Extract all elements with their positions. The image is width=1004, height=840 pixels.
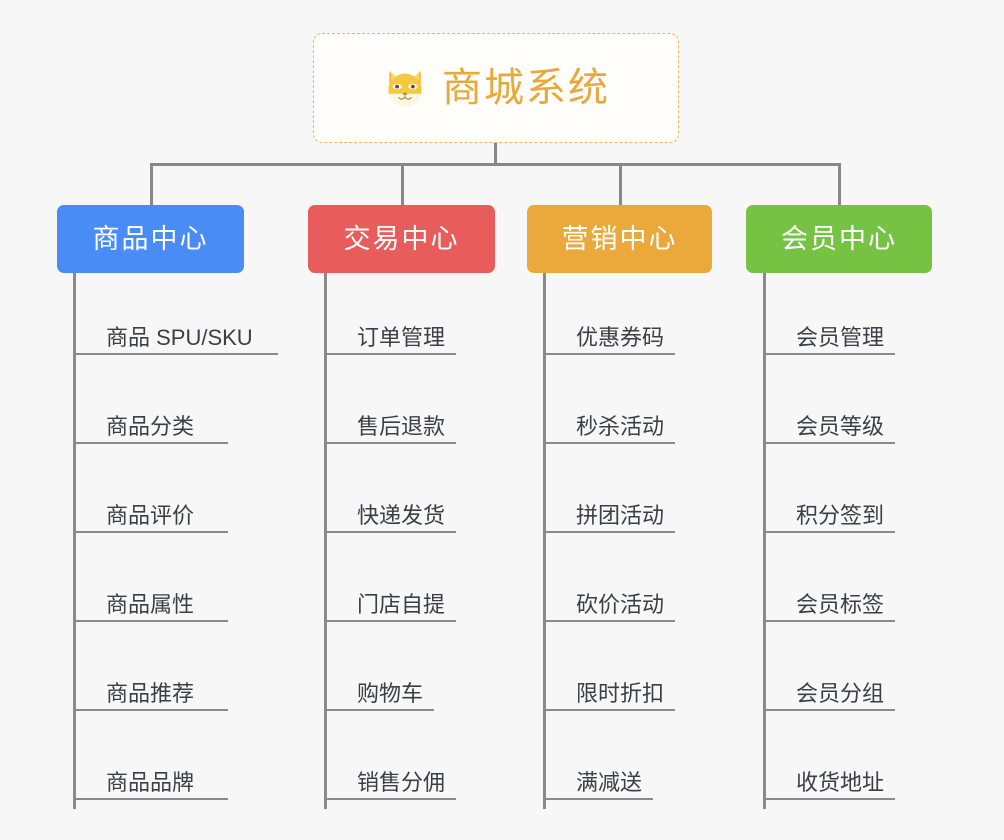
leaf-item[interactable]: 商品分类	[73, 400, 228, 444]
leaf-item[interactable]: 满减送	[543, 756, 653, 800]
leaf-label: 秒杀活动	[576, 414, 665, 440]
leaf-label: 砍价活动	[576, 592, 665, 618]
leaf-label: 收货地址	[796, 770, 885, 796]
leaf-item[interactable]: 会员管理	[763, 311, 895, 355]
connector-drop-4	[838, 163, 841, 207]
leaf-label: 优惠券码	[576, 325, 665, 351]
branch-box-4[interactable]: 会员中心	[746, 205, 932, 273]
leaf-label: 商品 SPU/SKU	[106, 325, 253, 351]
branch-stem-2	[324, 273, 327, 809]
leaf-label: 商品评价	[106, 503, 195, 529]
leaf-item[interactable]: 优惠券码	[543, 311, 675, 355]
branch-label-2: 交易中心	[343, 223, 460, 254]
leaf-item[interactable]: 门店自提	[324, 578, 456, 622]
leaf-item[interactable]: 收货地址	[763, 756, 895, 800]
leaf-label: 订单管理	[357, 325, 446, 351]
leaf-item[interactable]: 拼团活动	[543, 489, 675, 533]
leaf-item[interactable]: 会员分组	[763, 667, 895, 711]
branch-box-1[interactable]: 商品中心	[57, 205, 244, 273]
root-title: 商城系统	[442, 66, 610, 110]
connector-trunk	[494, 143, 497, 165]
leaf-label: 商品推荐	[106, 681, 195, 707]
leaf-label: 商品属性	[106, 592, 195, 618]
leaf-item[interactable]: 商品 SPU/SKU	[73, 311, 278, 355]
leaf-item[interactable]: 快递发货	[324, 489, 456, 533]
leaf-label: 拼团活动	[576, 503, 665, 529]
connector-drop-2	[401, 163, 404, 207]
leaf-label: 购物车	[357, 681, 424, 707]
leaf-label: 售后退款	[357, 414, 446, 440]
connector-drop-3	[619, 163, 622, 207]
leaf-item[interactable]: 商品评价	[73, 489, 228, 533]
branch-stem-1	[73, 273, 76, 809]
leaf-label: 商品分类	[106, 414, 195, 440]
branch-label-1: 商品中心	[92, 223, 209, 254]
connector-bus	[150, 163, 841, 166]
leaf-label: 会员分组	[796, 681, 885, 707]
leaf-label: 满减送	[576, 770, 643, 796]
leaf-label: 会员标签	[796, 592, 885, 618]
leaf-item[interactable]: 售后退款	[324, 400, 456, 444]
branch-label-4: 会员中心	[781, 223, 897, 254]
leaf-label: 会员等级	[796, 414, 885, 440]
branch-stem-3	[543, 273, 546, 809]
branch-label-3: 营销中心	[561, 223, 678, 254]
leaf-label: 销售分佣	[357, 770, 446, 796]
leaf-item[interactable]: 商品品牌	[73, 756, 228, 800]
branch-box-2[interactable]: 交易中心	[308, 205, 495, 273]
leaf-item[interactable]: 购物车	[324, 667, 434, 711]
connector-drop-1	[150, 163, 153, 207]
leaf-label: 会员管理	[796, 325, 885, 351]
leaf-item[interactable]: 秒杀活动	[543, 400, 675, 444]
leaf-item[interactable]: 商品属性	[73, 578, 228, 622]
shiba-dog-face-icon	[382, 65, 428, 111]
leaf-item[interactable]: 销售分佣	[324, 756, 456, 800]
branch-box-3[interactable]: 营销中心	[527, 205, 712, 273]
leaf-label: 快递发货	[357, 503, 446, 529]
leaf-item[interactable]: 限时折扣	[543, 667, 675, 711]
leaf-label: 限时折扣	[576, 681, 665, 707]
leaf-item[interactable]: 订单管理	[324, 311, 456, 355]
leaf-item[interactable]: 砍价活动	[543, 578, 675, 622]
leaf-item[interactable]: 积分签到	[763, 489, 895, 533]
root-node[interactable]: 商城系统	[313, 33, 679, 143]
leaf-item[interactable]: 商品推荐	[73, 667, 228, 711]
leaf-item[interactable]: 会员标签	[763, 578, 895, 622]
leaf-item[interactable]: 会员等级	[763, 400, 895, 444]
leaf-label: 门店自提	[357, 592, 446, 618]
leaf-label: 商品品牌	[106, 770, 195, 796]
branch-stem-4	[763, 273, 766, 809]
leaf-label: 积分签到	[796, 503, 885, 529]
